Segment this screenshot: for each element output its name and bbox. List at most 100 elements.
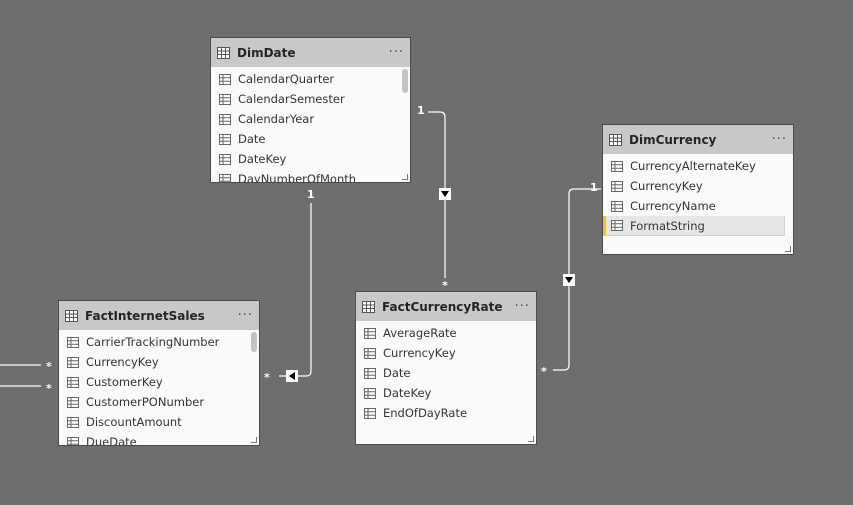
- column-icon: [611, 220, 623, 231]
- field-label: AverageRate: [383, 326, 457, 340]
- cardinality-one-label: 1: [590, 181, 598, 194]
- resize-grip-icon[interactable]: [401, 173, 408, 180]
- table-icon: [217, 46, 230, 59]
- more-options-button[interactable]: ···: [237, 308, 253, 323]
- table-title: DimDate: [237, 45, 296, 60]
- table-header[interactable]: FactInternetSales ···: [59, 301, 259, 330]
- relationship-dimcurrency-factcurrencyrate[interactable]: [553, 188, 601, 371]
- field-item[interactable]: Date: [356, 363, 536, 383]
- field-item-selected[interactable]: FormatString: [603, 216, 785, 236]
- column-icon: [67, 436, 79, 445]
- field-list[interactable]: CarrierTrackingNumber CurrencyKey Custom…: [59, 330, 259, 446]
- field-label: DiscountAmount: [86, 415, 182, 429]
- table-icon: [65, 309, 78, 322]
- resize-grip-icon[interactable]: [250, 436, 257, 443]
- field-item[interactable]: DiscountAmount: [59, 412, 259, 432]
- more-options-button[interactable]: ···: [771, 132, 787, 147]
- scrollbar[interactable]: [251, 332, 257, 352]
- field-label: Date: [383, 366, 411, 380]
- field-label: CustomerPONumber: [86, 395, 205, 409]
- table-title: FactCurrencyRate: [382, 299, 503, 314]
- cardinality-many-label: *: [264, 371, 270, 384]
- column-icon: [364, 327, 376, 339]
- column-icon: [611, 160, 623, 172]
- field-item[interactable]: CurrencyKey: [59, 352, 259, 372]
- table-header[interactable]: FactCurrencyRate ···: [356, 292, 536, 321]
- column-icon: [364, 367, 376, 379]
- table-header[interactable]: DimDate ···: [211, 38, 410, 67]
- table-icon: [609, 133, 622, 146]
- field-label: EndOfDayRate: [383, 406, 468, 420]
- resize-grip-icon[interactable]: [527, 435, 534, 442]
- field-list[interactable]: CurrencyAlternateKey CurrencyKey Currenc…: [603, 154, 793, 236]
- column-icon: [219, 113, 231, 125]
- column-icon: [364, 387, 376, 399]
- table-card-factcurrencyrate[interactable]: FactCurrencyRate ··· AverageRate Currenc…: [355, 291, 537, 445]
- field-label: CalendarSemester: [238, 92, 345, 106]
- field-label: CarrierTrackingNumber: [86, 335, 220, 349]
- field-item[interactable]: CurrencyKey: [356, 343, 536, 363]
- field-label: CurrencyKey: [630, 179, 703, 193]
- cardinality-one-label: 1: [417, 104, 425, 117]
- field-item[interactable]: CalendarSemester: [211, 89, 410, 109]
- column-icon: [67, 416, 79, 428]
- field-item[interactable]: CurrencyAlternateKey: [603, 156, 793, 176]
- field-label: DueDate: [86, 435, 137, 446]
- field-item[interactable]: CalendarYear: [211, 109, 410, 129]
- field-item[interactable]: DateKey: [211, 149, 410, 169]
- relationship-dimdate-factinternetsales[interactable]: [279, 203, 312, 377]
- more-options-button[interactable]: ···: [514, 299, 530, 314]
- field-item[interactable]: CarrierTrackingNumber: [59, 332, 259, 352]
- field-label: CalendarYear: [238, 112, 315, 126]
- column-icon: [219, 153, 231, 165]
- field-label: FormatString: [630, 218, 705, 233]
- field-list[interactable]: CalendarQuarter CalendarSemester Calenda…: [211, 67, 410, 183]
- field-label: CalendarQuarter: [238, 72, 335, 86]
- column-icon: [219, 73, 231, 85]
- filter-direction-arrow-icon: [563, 274, 575, 286]
- field-item[interactable]: DueDate: [59, 432, 259, 446]
- table-card-factinternetsales[interactable]: FactInternetSales ··· CarrierTrackingNum…: [58, 300, 260, 446]
- resize-grip-icon[interactable]: [784, 245, 791, 252]
- field-item[interactable]: CurrencyName: [603, 196, 793, 216]
- field-item[interactable]: CustomerPONumber: [59, 392, 259, 412]
- column-icon: [67, 376, 79, 388]
- field-item[interactable]: Date: [211, 129, 410, 149]
- field-item[interactable]: CustomerKey: [59, 372, 259, 392]
- cardinality-many-label: *: [46, 382, 52, 395]
- field-label: DateKey: [383, 386, 432, 400]
- column-icon: [364, 347, 376, 359]
- table-header[interactable]: DimCurrency ···: [603, 125, 793, 154]
- field-item[interactable]: AverageRate: [356, 323, 536, 343]
- field-label: CurrencyKey: [86, 355, 159, 369]
- field-label: DayNumberOfMonth: [238, 172, 357, 183]
- cardinality-many-label: *: [442, 279, 448, 292]
- column-icon: [219, 173, 231, 182]
- table-icon: [362, 300, 375, 313]
- field-label: CurrencyAlternateKey: [630, 159, 756, 173]
- cardinality-one-label: 1: [307, 188, 315, 201]
- scrollbar[interactable]: [402, 69, 408, 93]
- cardinality-many-label: *: [46, 360, 52, 373]
- table-card-dimcurrency[interactable]: DimCurrency ··· CurrencyAlternateKey Cur…: [602, 124, 794, 255]
- relationship-dimdate-factcurrencyrate[interactable]: [428, 111, 446, 278]
- column-icon: [67, 396, 79, 408]
- column-icon: [611, 200, 623, 212]
- field-item[interactable]: DayNumberOfMonth: [211, 169, 410, 183]
- field-item[interactable]: EndOfDayRate: [356, 403, 536, 423]
- field-item[interactable]: DateKey: [356, 383, 536, 403]
- field-item[interactable]: CalendarQuarter: [211, 69, 410, 89]
- field-label: Date: [238, 132, 266, 146]
- field-label: CurrencyName: [630, 199, 716, 213]
- table-card-dimdate[interactable]: DimDate ··· CalendarQuarter CalendarSeme…: [210, 37, 411, 183]
- field-label: CustomerKey: [86, 375, 163, 389]
- column-icon: [67, 356, 79, 368]
- more-options-button[interactable]: ···: [388, 45, 404, 60]
- column-icon: [364, 407, 376, 419]
- column-icon: [67, 336, 79, 348]
- field-item[interactable]: CurrencyKey: [603, 176, 793, 196]
- table-title: DimCurrency: [629, 132, 717, 147]
- field-label: DateKey: [238, 152, 287, 166]
- field-list[interactable]: AverageRate CurrencyKey Date DateKey End…: [356, 321, 536, 423]
